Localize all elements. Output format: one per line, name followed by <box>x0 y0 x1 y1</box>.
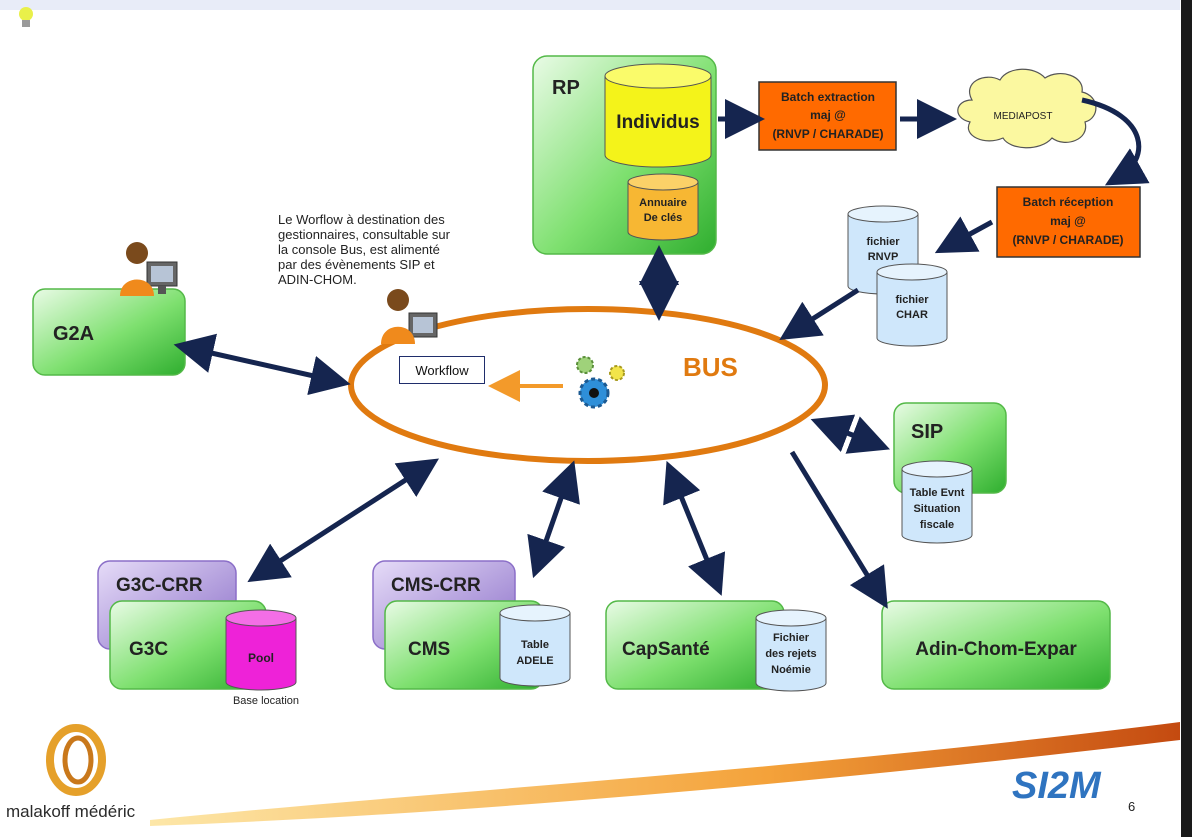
note-line-2: gestionnaires, consultable sur <box>278 227 450 242</box>
table-adele-line2: ADELE <box>516 655 553 667</box>
adin-chom-expar-label: Adin-Chom-Expar <box>915 639 1077 660</box>
sip-table-line3: fiscale <box>920 519 954 531</box>
arrow-bus-capsante <box>663 460 726 596</box>
batch-extraction-line2: maj @ <box>810 108 846 122</box>
fichier-rejets-line1: Fichier <box>773 632 810 644</box>
batch-reception-line1: Batch réception <box>1023 195 1114 209</box>
mediapost-label: MEDIAPOST <box>994 111 1053 122</box>
annuaire-line2: De clés <box>644 212 683 224</box>
arrow-bus-cms <box>527 460 580 579</box>
g2a-box: G2A <box>32 288 186 376</box>
rp-title: RP <box>552 77 580 99</box>
malakoff-logo <box>46 724 106 796</box>
batch-extraction-line1: Batch extraction <box>781 90 875 104</box>
individus-cylinder: Individus <box>604 63 712 168</box>
capsante-label: CapSanté <box>622 639 710 660</box>
arrow-bus-adin <box>789 450 888 609</box>
right-edge-bar <box>1181 0 1192 837</box>
mediapost-cloud: MEDIAPOST <box>957 68 1097 149</box>
cms-crr-label: CMS-CRR <box>391 575 481 596</box>
note-line-5: ADIN-CHOM. <box>278 272 357 287</box>
sip-table-line1: Table Evnt <box>910 487 965 499</box>
batch-extraction-box: Batch extraction maj @ (RNVP / CHARADE) <box>758 81 897 151</box>
batch-reception-line2: maj @ <box>1050 214 1086 228</box>
batch-extraction-line3: (RNVP / CHARADE) <box>772 127 883 141</box>
rp-box: RP Individus Annuaire De clés <box>532 55 717 255</box>
adin-chom-expar-box: Adin-Chom-Expar <box>881 600 1111 690</box>
batch-reception-line3: (RNVP / CHARADE) <box>1012 233 1123 247</box>
sip-title: SIP <box>911 421 943 443</box>
arrow-g2a-bus <box>173 333 351 396</box>
page-number: 6 <box>1128 799 1136 814</box>
batch-reception-box: Batch réception maj @ (RNVP / CHARADE) <box>996 186 1141 258</box>
brand-name: malakoff médéric <box>6 802 136 821</box>
bus-label: BUS <box>683 352 738 382</box>
top-bar <box>0 0 1180 10</box>
workflow-box: Workflow <box>399 356 485 384</box>
fichier-rejets-line3: Noémie <box>771 664 811 676</box>
workflow-note: Le Worflow à destination des gestionnair… <box>278 212 518 287</box>
footer-swoosh <box>150 722 1180 826</box>
arrow-bus-sip <box>810 414 891 454</box>
fichier-char-line2: CHAR <box>896 309 928 321</box>
note-line-3: la console Bus, est alimenté <box>278 242 440 257</box>
table-adele-line1: Table <box>521 639 549 651</box>
arrow-fichier-bus <box>779 287 860 341</box>
fichier-rejets-line2: des rejets <box>765 648 816 660</box>
arrow-bus-g3c <box>247 458 440 583</box>
fichier-rnvp-line1: fichier <box>866 236 900 248</box>
base-location-label: Base location <box>233 695 299 707</box>
fichier-rnvp-line2: RNVP <box>868 251 899 263</box>
fichier-char-line1: fichier <box>895 294 929 306</box>
cms-label: CMS <box>408 639 450 660</box>
arrow-mediapost-reception <box>1081 97 1150 186</box>
fichier-rnvp-cylinder: fichier RNVP <box>847 205 919 295</box>
individus-label: Individus <box>616 112 699 133</box>
user-computer-icon-2 <box>381 289 438 344</box>
si2m-logo: SI2M <box>1012 765 1101 807</box>
pool-label: Pool <box>248 651 274 665</box>
g2a-label: G2A <box>53 323 94 345</box>
note-line-1: Le Worflow à destination des <box>278 212 445 227</box>
g3c-label: G3C <box>129 639 168 660</box>
arrow-reception-fichier <box>934 216 994 254</box>
fichier-rejets-cylinder: Fichier des rejets Noémie <box>755 609 827 692</box>
annuaire-cylinder: Annuaire De clés <box>627 173 699 241</box>
lightbulb-icon <box>19 7 33 27</box>
connector-arrows <box>173 97 1150 609</box>
fichier-char-cylinder: fichier CHAR <box>876 263 948 347</box>
sip-table-cylinder: Table Evnt Situation fiscale <box>901 460 973 544</box>
sip-table-line2: Situation <box>913 503 960 515</box>
sip-box: SIP Table Evnt Situation fiscale <box>893 402 1007 544</box>
g3c-crr-label: G3C-CRR <box>116 575 203 596</box>
pool-cylinder: Pool <box>225 609 297 691</box>
gears-icon <box>576 356 625 409</box>
annuaire-line1: Annuaire <box>639 197 687 209</box>
note-line-4: par des évènements SIP et <box>278 257 435 272</box>
user-computer-icon <box>120 242 178 296</box>
table-adele-cylinder: Table ADELE <box>499 604 571 687</box>
